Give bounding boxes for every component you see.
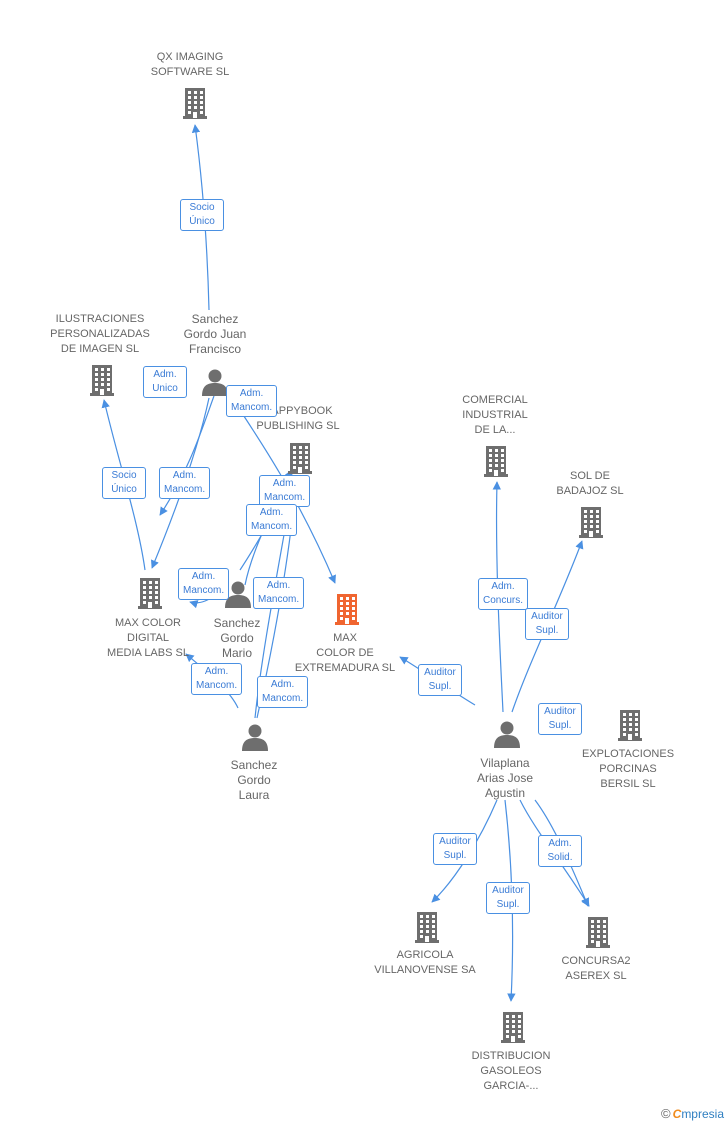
person-icon[interactable] bbox=[201, 368, 229, 401]
edge-label-e13[interactable]: Auditor Supl. bbox=[525, 608, 569, 640]
edge-label-e4[interactable]: Socio Único bbox=[102, 467, 146, 499]
node-label-explot[interactable]: EXPLOTACIONES PORCINAS BERSIL SL bbox=[581, 748, 675, 790]
edge-label-e14[interactable]: Auditor Supl. bbox=[418, 664, 462, 696]
node-label-concursa[interactable]: CONCURSA2 ASEREX SL bbox=[561, 955, 631, 982]
building-icon[interactable] bbox=[180, 86, 210, 125]
person-icon[interactable] bbox=[493, 720, 521, 753]
edge-label-e8[interactable]: Adm. Mancom. bbox=[178, 568, 230, 600]
edge-label-e11[interactable]: Adm. Mancom. bbox=[257, 676, 309, 708]
node-label-happy[interactable]: HAPPYBOOK PUBLISHING SL bbox=[256, 405, 340, 432]
edge-label-e9[interactable]: Adm. Mancom. bbox=[253, 577, 305, 609]
node-label-maxdigital[interactable]: MAX COLOR DIGITAL MEDIA LABS SL bbox=[107, 617, 189, 659]
edge-lines bbox=[101, 124, 590, 1002]
edge-label-e5[interactable]: Adm. Mancom. bbox=[226, 385, 278, 417]
edge-label-e12[interactable]: Adm. Concurs. bbox=[478, 578, 529, 610]
person-icon[interactable] bbox=[241, 723, 269, 756]
edge-label-e2[interactable]: Adm. Unico bbox=[143, 366, 187, 398]
edge-label-e1[interactable]: Socio Único bbox=[180, 199, 224, 231]
edge-label-e16[interactable]: Auditor Supl. bbox=[486, 882, 530, 914]
building-icon[interactable] bbox=[583, 915, 613, 954]
building-icon[interactable] bbox=[498, 1010, 528, 1049]
node-label-qx[interactable]: QX IMAGING SOFTWARE SL bbox=[150, 51, 230, 78]
node-label-maxext[interactable]: MAX COLOR DE EXTREMADURA SL bbox=[294, 632, 396, 674]
brand-logo-e: C bbox=[672, 1107, 682, 1121]
building-icon[interactable] bbox=[87, 363, 117, 402]
edge-label-e17[interactable]: Auditor Supl. bbox=[538, 703, 582, 735]
copyright-symbol: © bbox=[661, 1106, 671, 1121]
node-label-agricola[interactable]: AGRICOLA VILLANOVENSE SA bbox=[374, 949, 476, 976]
brand-footer: ©Cmpresia bbox=[661, 1106, 724, 1121]
person-icon[interactable] bbox=[224, 580, 252, 613]
node-label-comercial[interactable]: COMERCIAL INDUSTRIAL DE LA... bbox=[462, 394, 528, 436]
node-label-ilus[interactable]: ILUSTRACIONES PERSONALIZADAS DE IMAGEN S… bbox=[50, 313, 150, 355]
building-icon[interactable] bbox=[332, 592, 362, 631]
node-label-juan[interactable]: Sanchez Gordo Juan Francisco bbox=[183, 312, 247, 356]
building-icon[interactable] bbox=[285, 441, 315, 480]
edge-label-e15[interactable]: Auditor Supl. bbox=[433, 833, 477, 865]
building-icon[interactable] bbox=[135, 576, 165, 615]
edge-label-e3[interactable]: Adm. Mancom. bbox=[159, 467, 211, 499]
building-icon[interactable] bbox=[412, 910, 442, 949]
brand-logo-text: mpresia bbox=[681, 1107, 724, 1121]
edge-label-e7[interactable]: Adm. Mancom. bbox=[246, 504, 298, 536]
building-icon[interactable] bbox=[576, 505, 606, 544]
node-label-laura[interactable]: Sanchez Gordo Laura bbox=[230, 758, 278, 802]
node-label-mario[interactable]: Sanchez Gordo Mario bbox=[213, 616, 261, 660]
edge-label-e18[interactable]: Adm. Solid. bbox=[538, 835, 582, 867]
node-label-distrib[interactable]: DISTRIBUCION GASOLEOS GARCIA-... bbox=[471, 1050, 551, 1092]
node-label-sol[interactable]: SOL DE BADAJOZ SL bbox=[556, 470, 624, 497]
edge-label-e6[interactable]: Adm. Mancom. bbox=[259, 475, 311, 507]
building-icon[interactable] bbox=[615, 708, 645, 747]
building-icon[interactable] bbox=[481, 444, 511, 483]
edge-label-e10[interactable]: Adm. Mancom. bbox=[191, 663, 243, 695]
node-label-vilaplana[interactable]: Vilaplana Arias Jose Agustin bbox=[476, 756, 534, 800]
